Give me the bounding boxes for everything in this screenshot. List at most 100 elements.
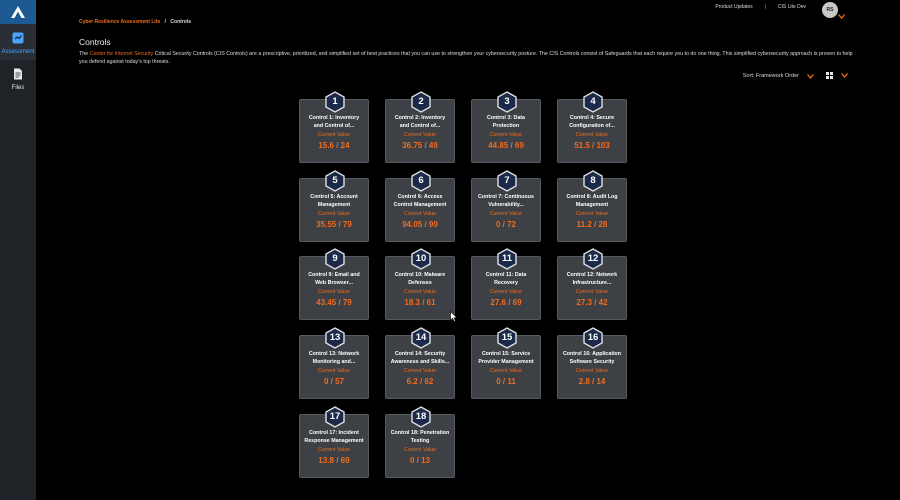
control-number: 11	[501, 253, 513, 264]
chevron-down-icon	[807, 73, 814, 79]
current-value: 11.2 / 28	[576, 220, 608, 229]
current-value-label: Current Value	[403, 211, 437, 217]
current-value: 35.55 / 79	[316, 220, 352, 229]
grid-view-icon	[826, 72, 833, 79]
control-number-badge: 17	[324, 406, 346, 428]
triangle-logo-icon[interactable]	[0, 0, 36, 24]
control-number-badge: 14	[410, 327, 432, 349]
top-separator: |	[764, 4, 766, 10]
control-title: Control 8: Audit Log Management	[566, 194, 618, 208]
account-name[interactable]: CIS Lite Dev	[777, 4, 806, 10]
control-number-badge: 2	[410, 91, 432, 113]
control-number-badge: 11	[496, 248, 518, 270]
current-value: 2.8 / 14	[578, 377, 606, 386]
control-number-badge: 13	[324, 327, 346, 349]
control-title: Control 14: Security Awareness and Skill…	[390, 351, 450, 365]
assessment-icon	[10, 30, 26, 46]
control-number-badge: 9	[324, 248, 346, 270]
current-value-label: Current Value	[317, 132, 351, 138]
control-number: 3	[504, 96, 510, 107]
current-value-label: Current Value	[317, 447, 351, 453]
current-value-label: Current Value	[403, 368, 437, 374]
control-number: 5	[332, 175, 338, 186]
control-title: Control 10: Malware Defenses	[394, 272, 446, 286]
sidebar-item-label: Assessment	[1, 49, 35, 55]
current-value-label: Current Value	[403, 289, 437, 295]
current-value: 43.45 / 79	[316, 298, 352, 307]
sort-label: Sort: Framework Order	[742, 73, 799, 79]
file-icon	[10, 66, 26, 82]
control-number: 17	[329, 411, 341, 422]
hexagon-icon	[497, 248, 517, 270]
chevron-down-icon[interactable]	[838, 6, 845, 24]
control-title: Control 16: Application Software Securit…	[562, 351, 622, 365]
current-value: 27.3 / 42	[576, 298, 608, 307]
hexagon-icon	[583, 170, 603, 192]
current-value-label: Current Value	[489, 132, 523, 138]
control-number: 10	[415, 253, 427, 264]
control-title: Control 6: Access Control Management	[393, 194, 447, 208]
current-value: 0 / 13	[409, 456, 430, 465]
breadcrumb-current: Controls	[170, 19, 191, 25]
current-value: 13.8 / 69	[318, 456, 350, 465]
hexagon-icon	[325, 327, 345, 349]
hexagon-icon	[411, 91, 431, 113]
control-number: 13	[329, 332, 341, 343]
hexagon-icon	[583, 248, 603, 270]
hexagon-icon	[325, 406, 345, 428]
control-title: Control 12: Network Infrastructure...	[566, 272, 618, 286]
sidebar-item-assessment[interactable]: Assessment	[0, 24, 36, 60]
current-value: 94.05 / 99	[402, 220, 438, 229]
current-value-label: Current Value	[403, 132, 437, 138]
top-links: Product Updates | CIS Lite Dev	[715, 4, 806, 10]
control-number: 15	[501, 332, 513, 343]
cis-link[interactable]: Center for Internet Security	[89, 51, 154, 57]
control-title: Control 9: Email and Web Browser...	[308, 272, 360, 286]
control-title: Control 5: Account Management	[310, 194, 358, 208]
control-title: Control 11: Data Recovery	[485, 272, 527, 286]
current-value-label: Current Value	[489, 211, 523, 217]
control-number: 4	[590, 96, 596, 107]
control-number-badge: 15	[496, 327, 518, 349]
view-toggle[interactable]	[826, 72, 848, 79]
control-number-badge: 4	[582, 91, 604, 113]
current-value-label: Current Value	[317, 289, 351, 295]
page-title: Controls	[79, 37, 111, 47]
current-value-label: Current Value	[317, 211, 351, 217]
control-title: Control 17: Incident Response Management	[304, 430, 364, 444]
product-updates-link[interactable]: Product Updates	[715, 4, 753, 10]
control-title: Control 18: Penetration Testing	[390, 430, 450, 444]
sidebar-item-label: Files	[11, 85, 25, 91]
breadcrumb-parent[interactable]: Cyber Resilience Assessment Lite	[79, 19, 161, 25]
breadcrumb: Cyber Resilience Assessment Lite / Contr…	[79, 19, 191, 25]
avatar[interactable]: RS	[822, 2, 838, 18]
hexagon-icon	[411, 170, 431, 192]
control-number-badge: 16	[582, 327, 604, 349]
current-value: 15.6 / 24	[318, 141, 350, 150]
sort-dropdown[interactable]: Sort: Framework Order	[743, 73, 814, 79]
control-number-badge: 8	[582, 170, 604, 192]
hexagon-icon	[325, 91, 345, 113]
current-value: 0 / 57	[323, 377, 344, 386]
sidebar: Assessment Files	[0, 0, 36, 500]
sidebar-item-files[interactable]: Files	[0, 60, 36, 96]
control-title: Control 15: Service Provider Management	[478, 351, 534, 365]
